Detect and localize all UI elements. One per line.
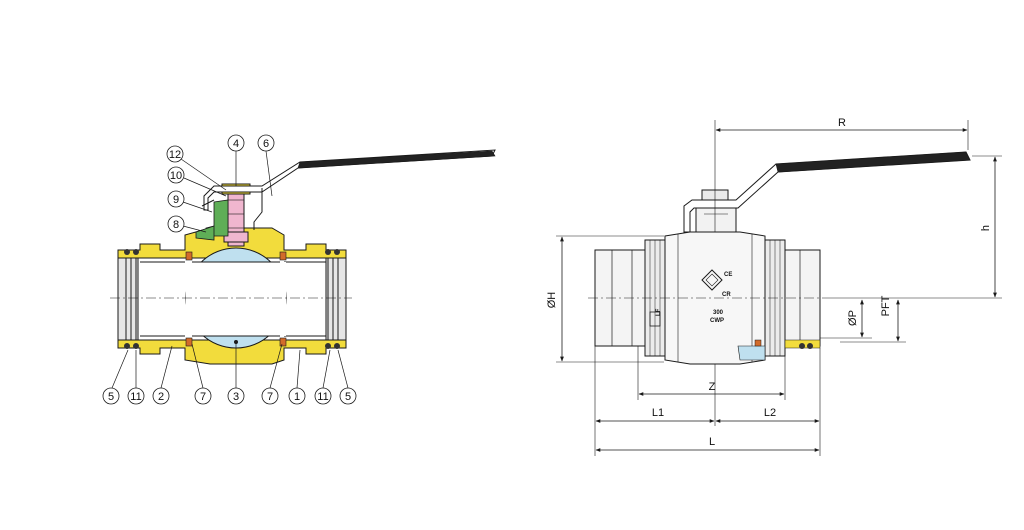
callout-1: 1 <box>288 387 306 405</box>
dimension-pft: PFT <box>840 295 906 343</box>
valve-body-section <box>117 227 347 365</box>
leader-lines-top <box>180 150 273 233</box>
svg-text:7: 7 <box>200 391 206 403</box>
svg-text:5: 5 <box>345 391 351 403</box>
exterior-view: CE CR 300 CWP LF R h <box>546 117 1002 456</box>
svg-text:CWP: CWP <box>710 318 724 324</box>
handle-exterior <box>683 151 971 233</box>
svg-text:300: 300 <box>713 310 724 316</box>
svg-text:ØH: ØH <box>546 292 558 309</box>
svg-text:4: 4 <box>233 138 239 150</box>
svg-text:h: h <box>980 225 992 231</box>
svg-text:R: R <box>838 117 846 129</box>
svg-text:5: 5 <box>108 391 114 403</box>
svg-text:CE: CE <box>724 272 732 278</box>
certification-logo-icon <box>701 269 723 291</box>
dimension-op: ØP <box>820 299 872 339</box>
svg-text:12: 12 <box>169 149 181 161</box>
callout-10: 10 <box>167 166 185 184</box>
dimension-r: R <box>715 117 969 150</box>
callout-7-right: 7 <box>261 387 279 405</box>
seats <box>185 251 287 347</box>
callout-11-left: 11 <box>127 387 145 405</box>
svg-text:3: 3 <box>233 391 239 403</box>
svg-text:Z: Z <box>709 381 716 393</box>
svg-text:L1: L1 <box>652 407 664 419</box>
callout-11-right: 11 <box>314 387 332 405</box>
svg-text:9: 9 <box>173 194 179 206</box>
callout-8: 8 <box>167 215 185 233</box>
svg-text:1: 1 <box>294 391 300 403</box>
svg-text:LF: LF <box>656 308 662 316</box>
dimension-oh: ØH <box>546 235 664 363</box>
dimension-l1: L1 <box>595 407 715 423</box>
svg-text:7: 7 <box>267 391 273 403</box>
callout-7-left: 7 <box>194 387 212 405</box>
svg-text:11: 11 <box>317 391 328 403</box>
callout-2: 2 <box>152 387 170 405</box>
callout-5-right: 5 <box>339 387 357 405</box>
svg-text:8: 8 <box>173 219 179 231</box>
section-view: 12 4 6 10 9 8 5 11 <box>102 134 496 405</box>
svg-text:L: L <box>709 436 715 448</box>
cutaway-detail <box>737 339 821 361</box>
svg-text:6: 6 <box>263 138 269 150</box>
svg-text:L2: L2 <box>764 407 776 419</box>
callout-4: 4 <box>227 134 245 152</box>
handle <box>201 149 496 230</box>
svg-text:11: 11 <box>130 391 141 403</box>
callout-12: 12 <box>166 145 184 163</box>
svg-text:ØP: ØP <box>847 310 859 326</box>
dimension-l: L <box>595 436 820 452</box>
svg-text:10: 10 <box>170 170 182 182</box>
body-markings: CE CR 300 CWP LF <box>649 269 732 327</box>
callout-9: 9 <box>167 190 185 208</box>
callout-6: 6 <box>257 134 275 152</box>
packing <box>195 199 229 241</box>
dimension-z: Z <box>638 381 785 396</box>
callout-5-left: 5 <box>102 387 120 405</box>
dimension-l2: L2 <box>715 407 820 423</box>
callout-3: 3 <box>227 387 245 405</box>
leader-lines-bottom <box>111 342 349 389</box>
svg-text:CR: CR <box>722 292 731 298</box>
svg-text:2: 2 <box>158 391 164 403</box>
svg-text:PFT: PFT <box>880 295 892 316</box>
o-rings <box>124 249 340 349</box>
dimension-h: h <box>830 155 1002 299</box>
